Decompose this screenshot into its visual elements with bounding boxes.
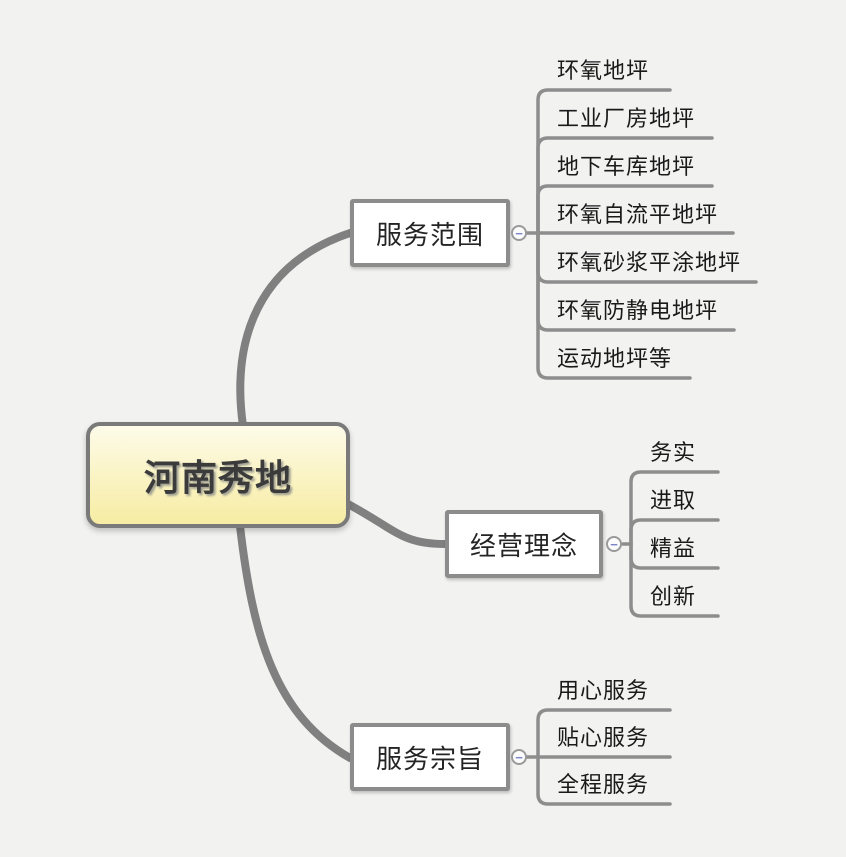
branch-node-service-purpose[interactable]: 服务宗旨	[350, 723, 510, 791]
curve-to-service-purpose	[236, 522, 354, 762]
leaf-node[interactable]: 全程服务	[557, 772, 650, 797]
child-line	[629, 518, 720, 546]
child-line	[536, 88, 672, 235]
leaf-node[interactable]: 进取	[650, 488, 697, 513]
curve-to-service-scope	[236, 229, 354, 430]
child-line	[629, 542, 720, 618]
leaf-node[interactable]: 环氧砂浆平涂地坪	[557, 250, 742, 275]
root-branch-curves	[236, 229, 449, 762]
service-purpose-child-lines	[525, 708, 672, 806]
leaf-node[interactable]: 用心服务	[557, 678, 650, 703]
leaf-node[interactable]: 地下车库地坪	[557, 154, 696, 179]
child-line	[536, 231, 692, 380]
child-line	[536, 708, 672, 759]
branch-node-label: 经营理念	[469, 530, 578, 561]
branch-node-service-scope[interactable]: 服务范围	[350, 199, 510, 267]
business-philosophy-child-lines	[621, 470, 720, 618]
child-line	[536, 184, 714, 235]
branch-node-label: 服务范围	[375, 219, 484, 250]
minus-icon: −	[610, 536, 618, 552]
minus-icon: −	[515, 225, 523, 241]
service-scope-child-lines	[525, 88, 758, 380]
leaf-node[interactable]: 精益	[650, 536, 697, 561]
leaf-node[interactable]: 环氧地坪	[557, 58, 650, 83]
branch-node-business-philosophy[interactable]: 经营理念	[445, 510, 603, 578]
collapse-toggle-service-purpose[interactable]: −	[511, 749, 527, 765]
root-node-label: 河南秀地	[143, 457, 292, 498]
branch-node-label: 服务宗旨	[375, 743, 484, 774]
leaf-node[interactable]: 创新	[650, 584, 697, 609]
curve-to-business-philosophy	[344, 500, 449, 548]
leaf-node[interactable]: 贴心服务	[557, 725, 650, 750]
collapse-toggle-business-philosophy[interactable]: −	[606, 536, 622, 552]
child-line	[629, 470, 720, 546]
leaf-node[interactable]: 工业厂房地坪	[557, 106, 696, 131]
leaf-node[interactable]: 务实	[650, 440, 697, 465]
minus-icon: −	[515, 749, 523, 765]
leaf-node[interactable]: 运动地坪等	[557, 346, 673, 371]
child-line	[536, 136, 714, 235]
child-line	[536, 755, 672, 806]
leaf-node[interactable]: 环氧自流平地坪	[557, 202, 719, 227]
collapse-toggle-service-scope[interactable]: −	[511, 225, 527, 241]
root-node[interactable]: 河南秀地	[86, 422, 350, 528]
leaf-node[interactable]: 环氧防静电地坪	[557, 298, 719, 323]
